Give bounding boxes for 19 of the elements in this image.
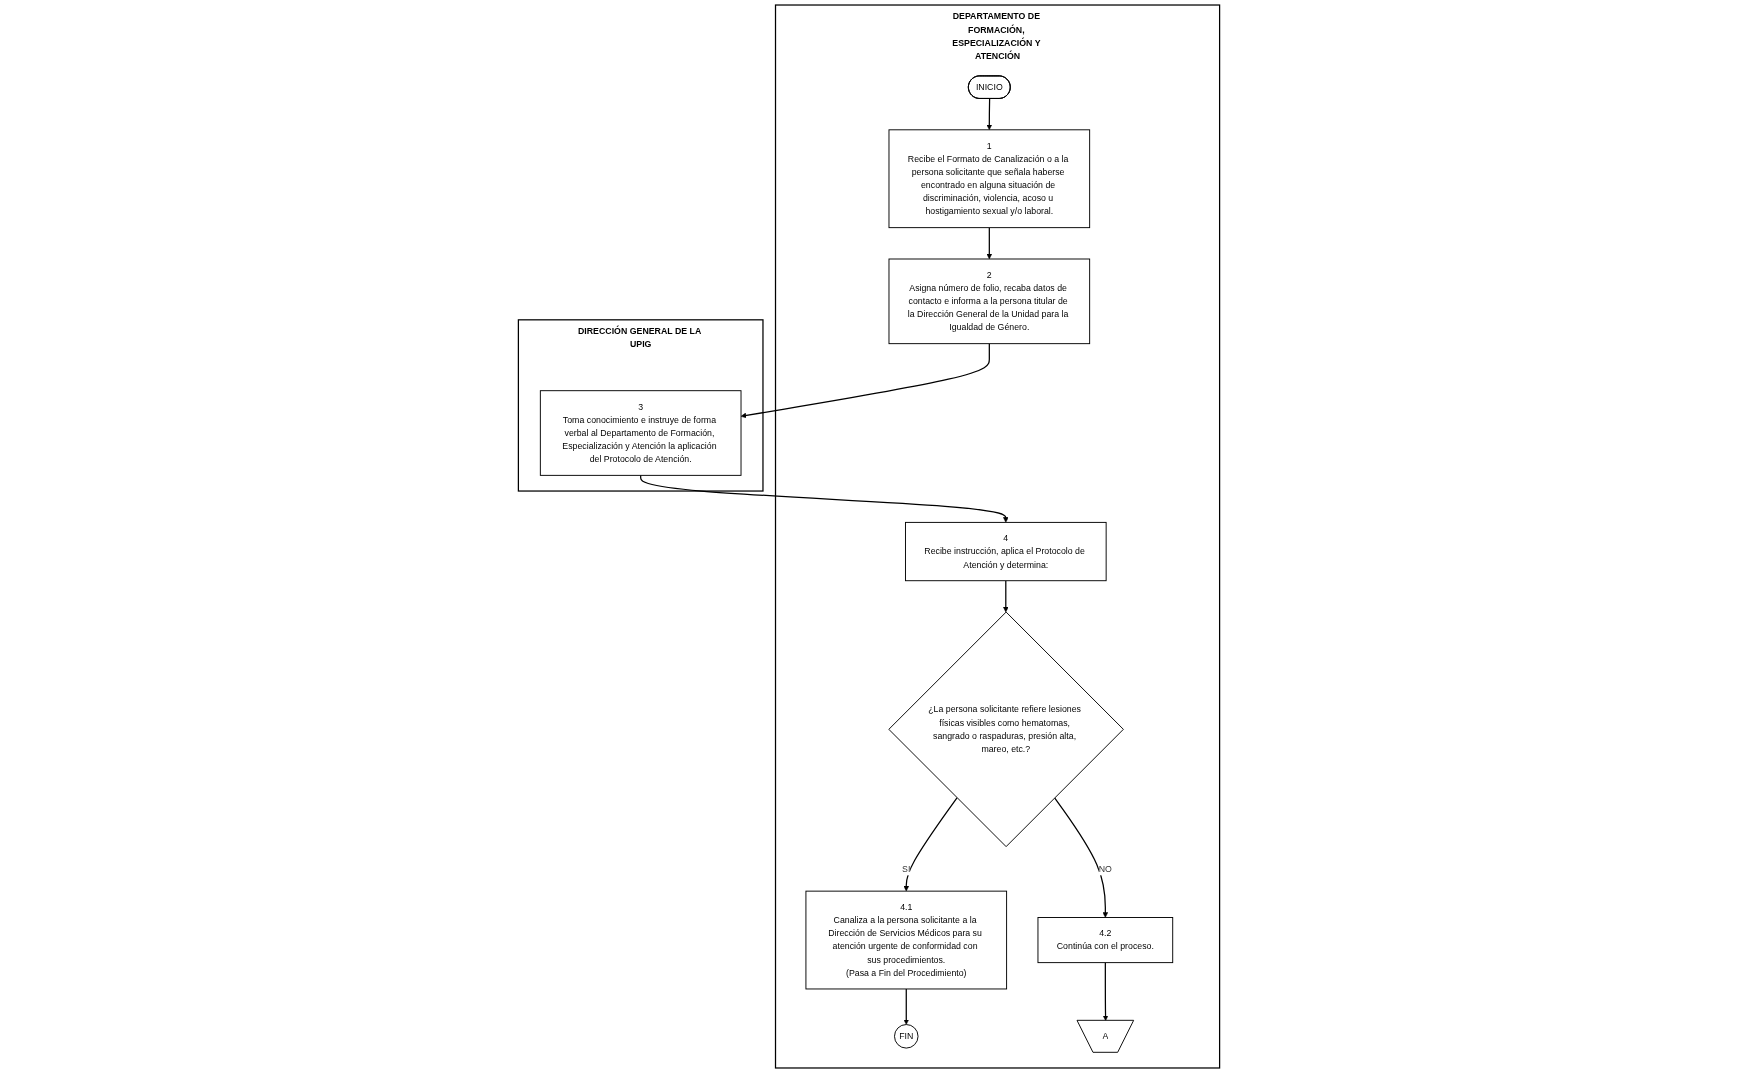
arrow bbox=[903, 988, 909, 1025]
node-box: 1 Recibe el Formato de Canalización o a la persona solicitante que señala haberse encontrado en alguna situación de discriminación, violencia, acoso u hostigamiento sexual y/o laboral. bbox=[888, 129, 1091, 229]
arrow bbox=[986, 227, 993, 260]
node-box: 4.2 Continúa con el proceso. bbox=[1037, 917, 1174, 964]
node-box: 4.1 Canaliza a la persona solicitante a la Dirección de Servicios Médicos para su atención urgente de conformidad con sus procedimientos. (Pasa a Fin del Procedimiento) bbox=[805, 890, 1008, 990]
node-box: 2 Asigna número de folio, recaba datos de contacto e informa a la persona titular de la Dirección General de la Unidad para la Igualdad de Género. bbox=[888, 258, 1091, 345]
node-box: 4 Recibe instrucción, aplica el Protocolo de Atención y determina: bbox=[905, 521, 1107, 582]
node-diamond: ¿La persona solicitante refiere lesiones físicas visibles como hematomas, sangrado o raspaduras, presión alta, mareo, etc.? bbox=[888, 611, 1124, 848]
arrow bbox=[986, 98, 993, 131]
arrow bbox=[903, 797, 958, 892]
arrow bbox=[1003, 580, 1009, 613]
arrow bbox=[740, 343, 990, 419]
arrow bbox=[1054, 797, 1109, 918]
node-circle: FIN bbox=[894, 1024, 919, 1049]
arrow bbox=[640, 474, 1009, 523]
node-box: 3 Toma conocimiento e instruye de forma verbal al Departamento de Formación, Especialización y Atención la aplicación del Protocolo de Atención. bbox=[539, 390, 742, 476]
edge-label: NO bbox=[1098, 863, 1112, 874]
edge-label: SI bbox=[902, 863, 911, 874]
arrow bbox=[1102, 962, 1109, 1021]
